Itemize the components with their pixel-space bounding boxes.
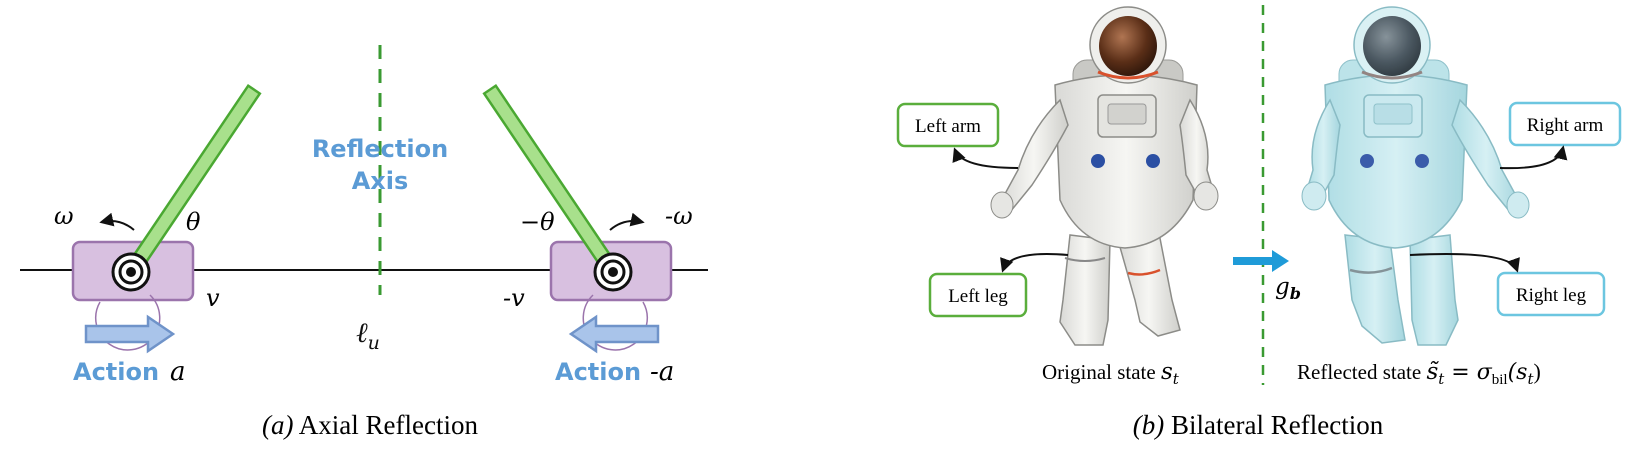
right-action-symbol: -a <box>650 357 674 387</box>
astronaut-original <box>990 6 1219 346</box>
right-velocity: -v <box>503 284 525 312</box>
left-leg-label: Left leg <box>948 286 1008 307</box>
transform-symbol: gb <box>1275 274 1301 303</box>
right-leg-label: Right leg <box>1516 285 1587 306</box>
astronaut-reflected <box>1301 6 1530 346</box>
right-action-word: Action <box>555 358 641 386</box>
right-theta: −θ <box>520 208 555 236</box>
left-omega: ω <box>54 202 74 230</box>
right-arm-label: Right arm <box>1527 115 1604 136</box>
panel-axial-reflection: Reflection Axis ℓu ω θ v Action a <box>20 45 708 440</box>
left-omega-arrow <box>99 212 135 231</box>
left-theta: θ <box>186 208 201 236</box>
right-arm-pointer <box>1499 145 1568 170</box>
original-state-label: Original state st <box>1042 359 1180 388</box>
left-cartpole: ω θ v Action a <box>54 83 262 387</box>
caption-a: (a) Axial Reflection <box>262 410 478 440</box>
transform-arrow <box>1233 250 1289 272</box>
caption-b: (b) Bilateral Reflection <box>1133 410 1384 440</box>
panel-bilateral-reflection: gb Left arm Left leg R <box>896 5 1622 440</box>
right-leg-pointer <box>1409 253 1520 273</box>
reflected-state-label: Reflected state s̃t = σbil(st) <box>1297 359 1541 388</box>
axis-symbol: ℓu <box>356 316 380 354</box>
left-velocity: v <box>206 284 220 312</box>
right-arm-box <box>1508 101 1622 147</box>
right-omega-arrow <box>609 212 645 231</box>
reflection-axis-label-2: Axis <box>352 167 409 195</box>
left-arm-label: Left arm <box>915 116 981 137</box>
left-arm-box <box>896 102 1000 148</box>
left-action-arrow <box>84 314 176 354</box>
right-leg-box <box>1496 271 1606 317</box>
right-omega: -ω <box>665 202 693 230</box>
right-cartpole: -ω −θ -v Action -a <box>482 83 693 387</box>
left-action-symbol: a <box>170 357 186 387</box>
reflection-axis-label: Reflection <box>312 135 448 163</box>
left-arm-pointer <box>952 147 1019 169</box>
right-action-arrow <box>568 314 660 354</box>
left-leg-pointer <box>1000 253 1069 273</box>
left-leg-box <box>928 272 1028 318</box>
left-action-word: Action <box>73 358 159 386</box>
